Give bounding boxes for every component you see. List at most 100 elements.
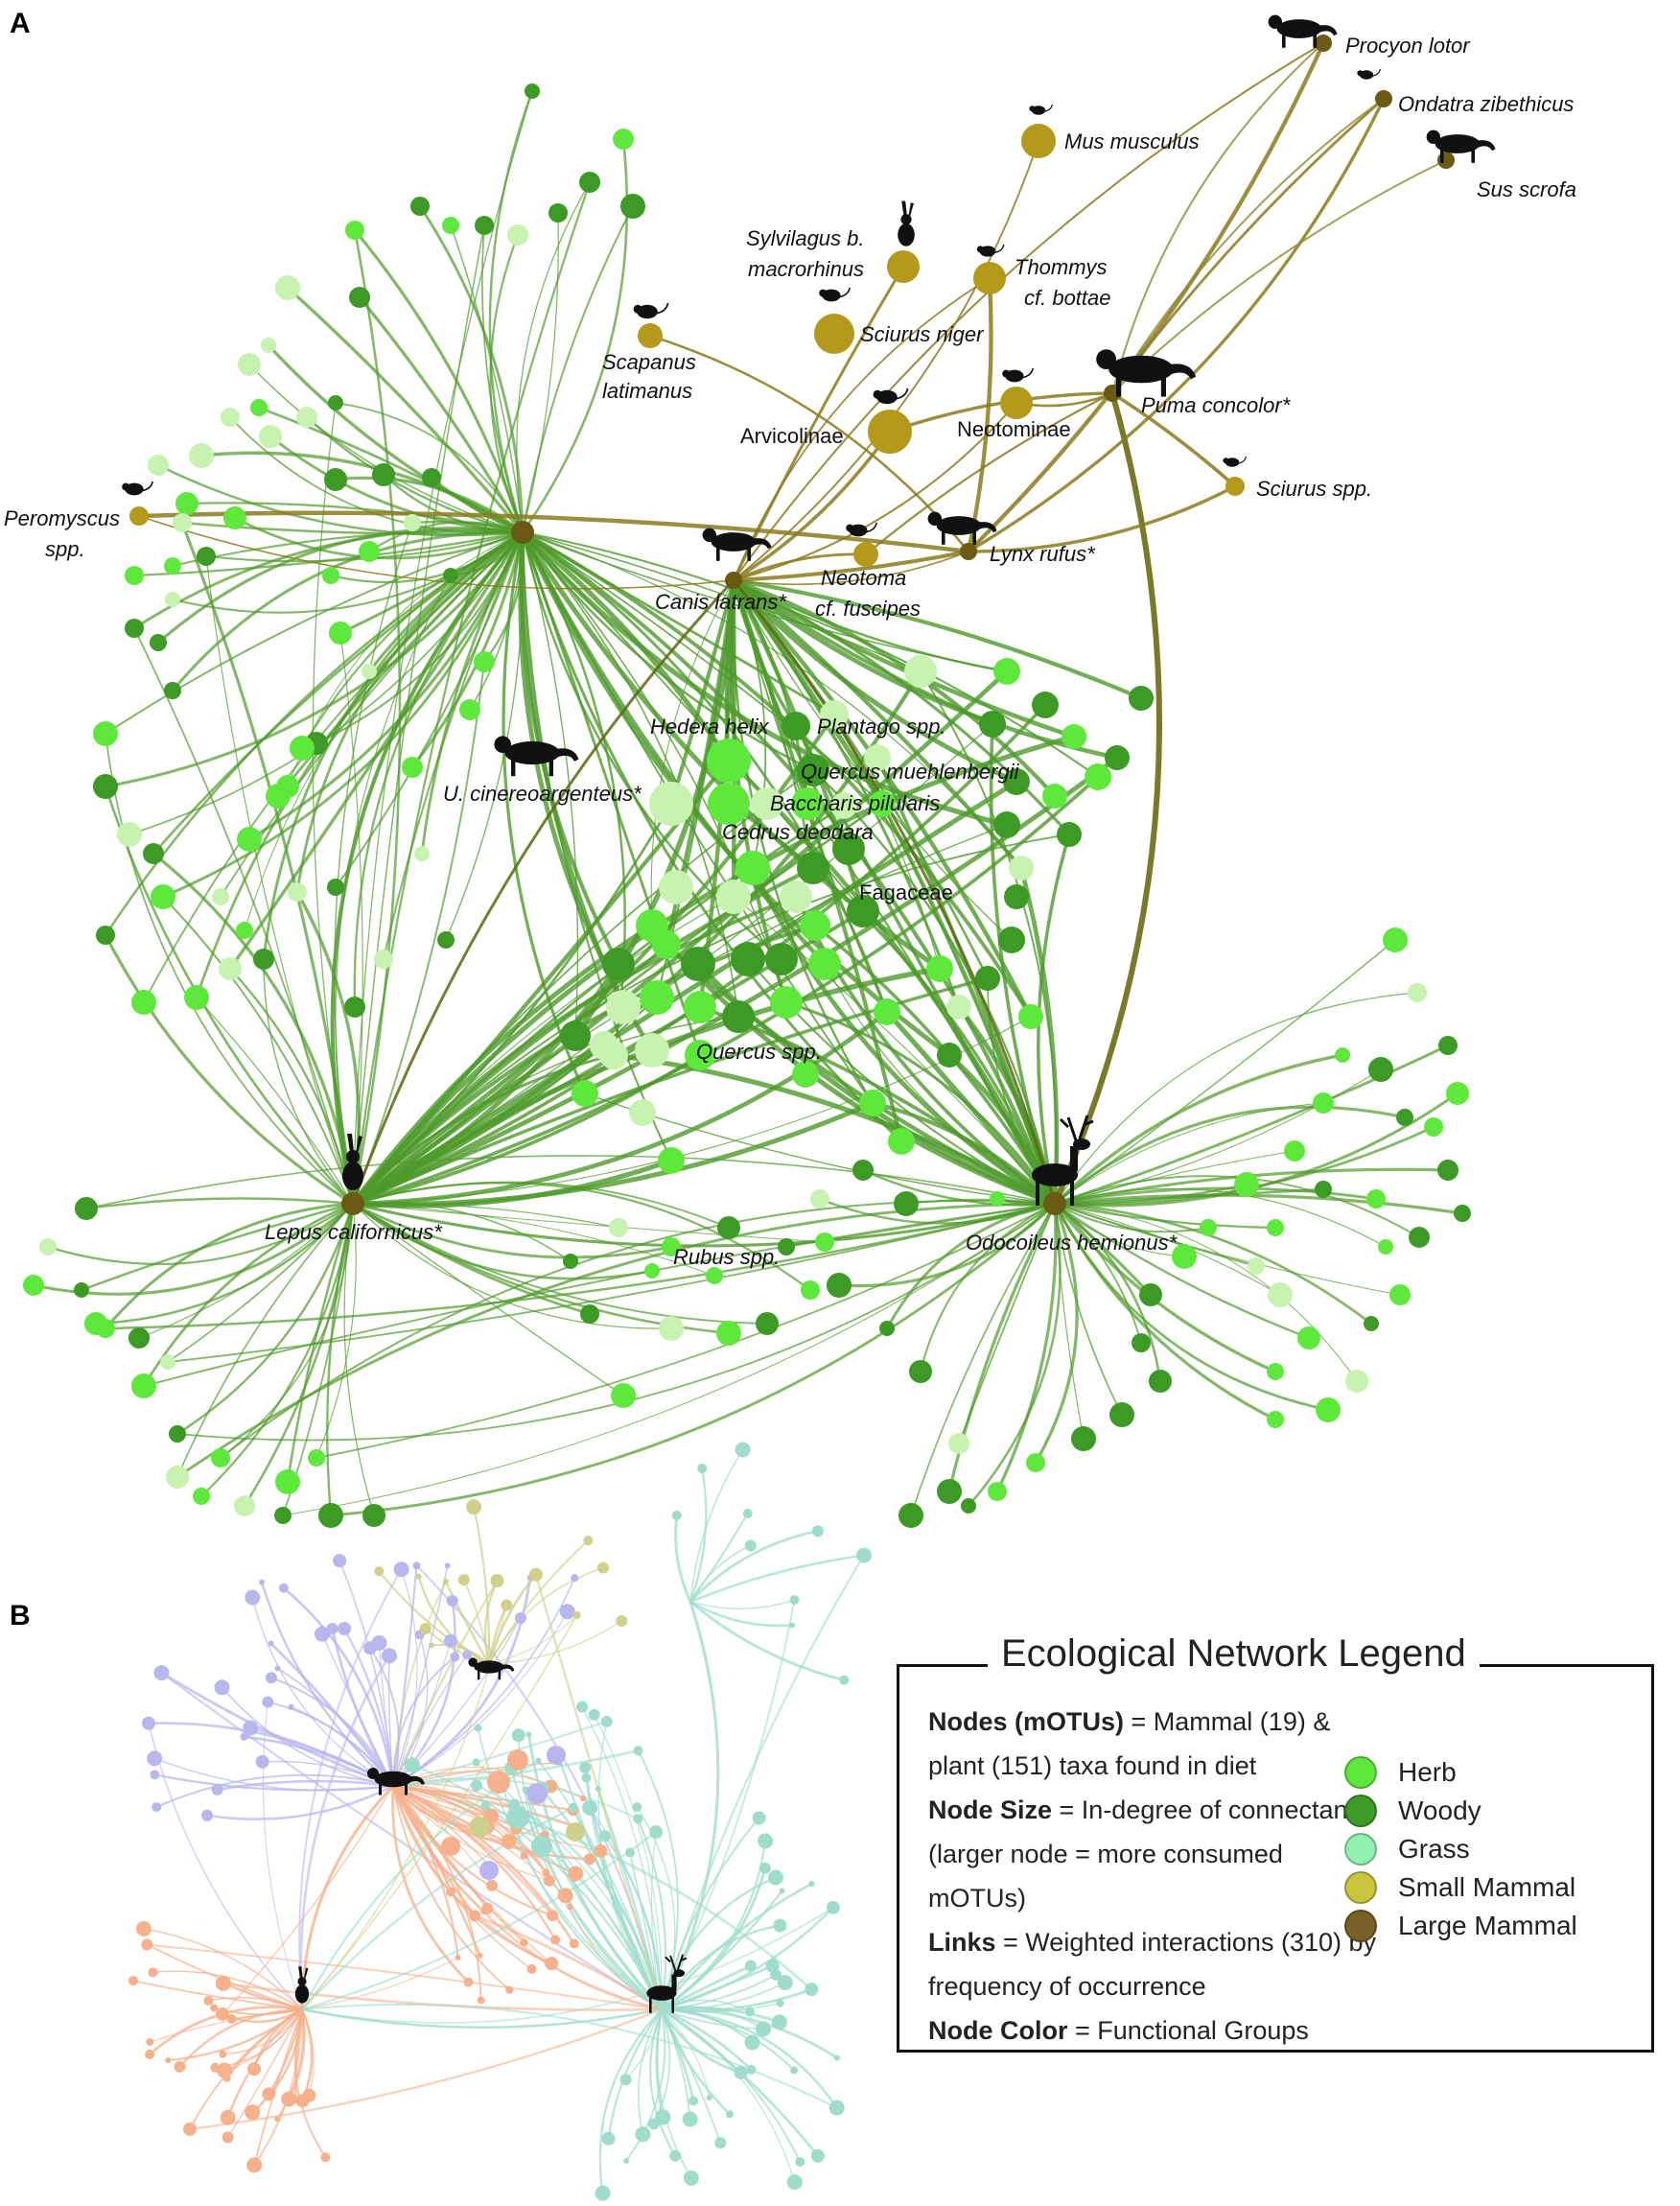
plant-node [640,980,674,1015]
plant-node [797,852,829,884]
legend-nodes-def: Nodes (mOTUs) = Mammal (19) & plant (151… [928,1700,1379,1788]
body-shape [374,1771,412,1788]
plant-node [197,547,216,566]
squirrel-icon [1223,456,1247,467]
plant-link [1053,1183,1248,1206]
plant-node [324,468,347,491]
group-link [488,1614,578,1665]
squirrel-icon [819,287,851,302]
group-node [526,1783,548,1804]
group-node [501,1834,517,1849]
plant-node [1408,983,1427,1002]
plant-node [879,1321,895,1336]
peromyscus-icon [122,481,153,496]
group-link [661,1999,751,2013]
plant-node [1026,1453,1045,1472]
group-node [259,1579,266,1585]
group-node [477,1996,485,2005]
taxon-label-scap1: Scapanus [602,350,696,374]
plant-node [602,948,635,980]
plant-link [1053,1053,1344,1206]
head-shape [976,246,984,253]
mammal-node [725,572,742,589]
plant-link [1053,1193,1464,1215]
legend-swatch [1344,1795,1377,1827]
plant-node [404,514,421,531]
plant-link [326,1202,355,1517]
group-node [579,1761,592,1773]
plant-node [1003,768,1030,795]
plant-node [1109,1402,1134,1427]
plant-node [792,1061,819,1088]
mammal-link [733,551,969,586]
mule-deer-icon [646,1954,688,2013]
plant-node [937,1043,962,1068]
neck-shape [1070,1146,1078,1171]
plant-node [442,217,459,234]
plant-link [351,775,1100,1206]
plant-link [450,224,524,533]
head-shape [819,289,828,297]
group-node [525,1731,532,1738]
taxon-label-neot2: cf. fuscipes [815,597,921,621]
plant-node [128,1327,150,1349]
plant-node [644,1263,660,1279]
group-node [669,2149,682,2162]
mammal-link [733,140,1039,581]
group-node [744,2034,760,2051]
plant-link [469,531,524,711]
plant-node [1248,1257,1265,1275]
ear-shape [298,1966,309,1980]
legend-key-grass: Grass [1344,1830,1642,1868]
plant-node [1042,784,1067,809]
group-link [391,1784,548,1874]
plant-node [580,1304,599,1324]
taxon-label-quercus_spp: Quercus spp. [696,1040,822,1064]
group-node [474,1724,482,1732]
group-node [393,1561,409,1578]
plant-node [1004,884,1029,909]
group-link [392,1577,575,1787]
group-link [638,2008,663,2136]
plant-node [782,712,810,740]
tail-shape [895,387,909,400]
plant-node [148,455,169,476]
plant-node [23,1275,44,1296]
group-node [547,1746,566,1765]
group-node [623,2157,630,2164]
head-shape [1096,349,1116,369]
group-node [246,2157,263,2173]
plant-link [80,1202,355,1292]
plant-node [770,986,803,1019]
plant-node [706,1267,723,1284]
group-node [596,1561,609,1574]
plant-node [926,955,953,982]
plant-link [350,669,923,1207]
group-node [744,1960,757,1972]
plant-node [681,947,715,981]
group-link [660,2007,838,2109]
plant-link [732,578,875,1105]
plant-node [193,1488,210,1505]
plant-node [948,1433,969,1454]
plant-node [327,879,344,896]
plant-link [837,1202,1057,1288]
mammal-link [967,97,1386,553]
group-node [632,1802,642,1813]
group-node [734,2065,748,2079]
plant-node [1032,692,1059,718]
body-shape [125,482,144,496]
plant-node [894,1191,919,1216]
group-node [855,1547,872,1563]
group-node [568,1802,578,1813]
plant-node [173,513,192,532]
group-node [415,1573,422,1580]
group-link [688,1554,866,1604]
mammal-node [887,250,920,283]
group-node [790,2066,799,2075]
plant-node [1335,1047,1350,1063]
group-node [505,1985,514,1994]
network-a-links [32,40,1464,1517]
group-node [281,2091,297,2107]
plant-node [780,880,812,913]
